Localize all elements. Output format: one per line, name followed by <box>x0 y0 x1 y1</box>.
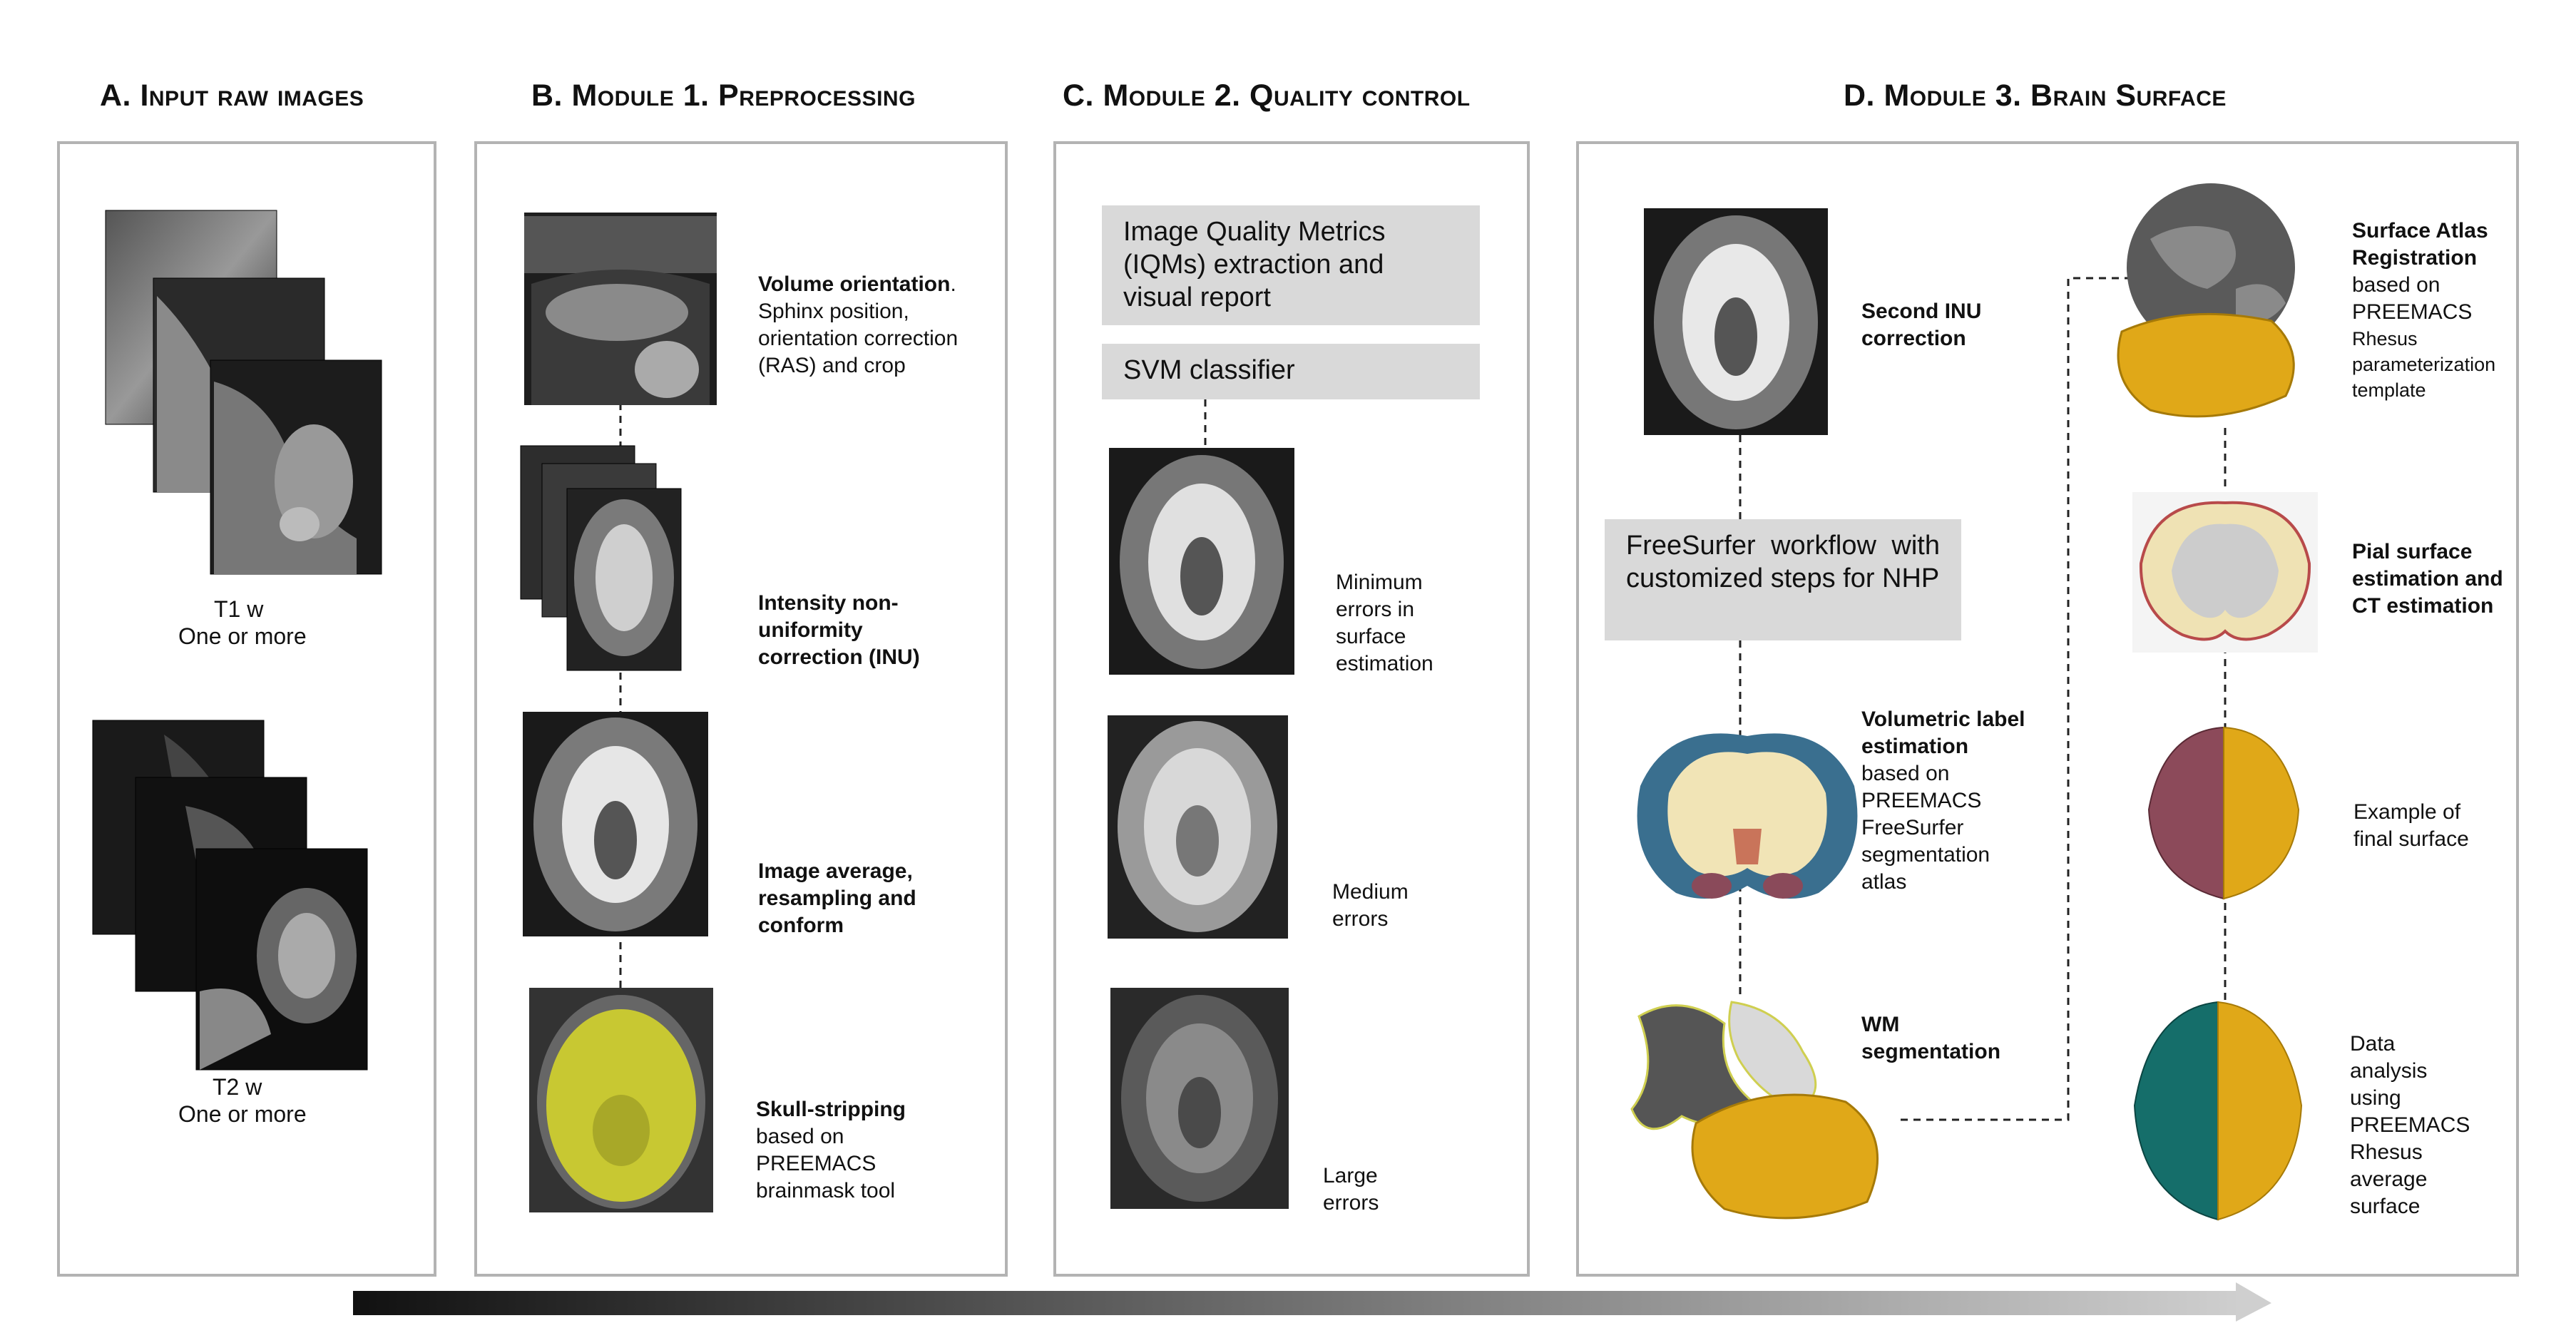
skull-stripped-image <box>529 988 713 1212</box>
volumetric-label-image <box>1637 733 1858 899</box>
panel-a <box>57 141 436 1277</box>
second-inu-image <box>1644 208 1828 435</box>
second-inu-label: Second INU correction <box>1861 300 1982 350</box>
t2-label-line2: One or more <box>178 1101 307 1127</box>
skull-stripping-rest: based on PREEMACS brainmask tool <box>756 1125 896 1202</box>
wm-segmentation-label: WM segmentation <box>1861 1013 2001 1063</box>
volumetric-label-rest: based on PREEMACS FreeSurfer segmentatio… <box>1861 762 1990 894</box>
pial-surface-label: Pial surface estimation and CT estimatio… <box>2352 540 2503 618</box>
skull-stripping-bold: Skull-stripping <box>756 1098 906 1121</box>
axial-mri-stack <box>520 445 682 671</box>
t1-label-line1: T1 w <box>214 596 264 622</box>
freesurfer-workflow-box: FreeSurfer workflow with customized step… <box>1605 519 1961 640</box>
volumetric-label-bold: Volumetric label estimation <box>1861 708 2025 758</box>
iqm-box: Image Quality Metrics (IQMs) extraction … <box>1102 205 1480 325</box>
atlas-registration-rest1: based on PREEMACS <box>2352 273 2473 324</box>
image-average-label: Image average, resampling and conform <box>758 859 916 937</box>
minimum-errors-label: Minimum errors in surface estimation <box>1336 571 1433 675</box>
sagittal-mri-image <box>524 213 717 405</box>
panel-b-title: B. Module 1. Preprocessing <box>531 78 916 113</box>
t1-image-stack <box>105 210 382 575</box>
qc-minimum-errors-image <box>1109 448 1294 675</box>
panel-b <box>474 141 1008 1277</box>
t2-image-stack <box>92 720 368 1071</box>
volume-orientation-bold: Volume orientation <box>758 272 951 296</box>
panel-c <box>1053 141 1530 1277</box>
panel-d-title: D. Module 3. Brain Surface <box>1844 78 2227 113</box>
final-surface-label: Example of final surface <box>2353 800 2469 851</box>
atlas-registration-bold: Surface Atlas Registration <box>2352 219 2488 270</box>
svm-classifier-box: SVM classifier <box>1102 344 1480 399</box>
panel-d <box>1576 141 2519 1277</box>
medium-errors-label: Medium errors <box>1332 880 1409 931</box>
atlas-registration-rest2: Rhesus parameterization template <box>2352 328 2496 401</box>
sphere-atlas-image <box>2117 183 2295 418</box>
panel-c-title: C. Module 2. Quality control <box>1063 78 1471 113</box>
t2-label-line1: T2 w <box>213 1074 262 1100</box>
skull-stripping-text: Skull-stripping based on PREEMACS brainm… <box>756 1096 941 1205</box>
pial-surface-image <box>2132 492 2318 653</box>
qc-medium-errors-image <box>1108 715 1288 939</box>
average-surface-image <box>2133 1001 2303 1221</box>
data-analysis-label: Data analysis using PREEMACS Rhesus aver… <box>2350 1032 2470 1218</box>
wm-segmentation-image <box>1630 1001 1879 1220</box>
pipeline-progress-arrow <box>353 1282 2271 1322</box>
volume-orientation-rest: . Sphinx position, orientation correctio… <box>758 272 959 377</box>
large-errors-label: Large errors <box>1323 1164 1379 1215</box>
averaged-axial-image <box>523 712 708 936</box>
final-surface-image <box>2147 726 2300 900</box>
volume-orientation-text: Volume orientation. Sphinx position, ori… <box>758 271 986 379</box>
qc-large-errors-image <box>1110 988 1289 1209</box>
volumetric-label-text: Volumetric label estimation based on PRE… <box>1861 706 2025 896</box>
atlas-registration-text: Surface Atlas Registration based on PREE… <box>2352 218 2516 403</box>
inu-correction-label: Intensity non-uniformity correction (INU… <box>758 591 920 669</box>
t1-label-line2: One or more <box>178 623 307 649</box>
panel-a-title: A. Input raw images <box>100 78 364 113</box>
